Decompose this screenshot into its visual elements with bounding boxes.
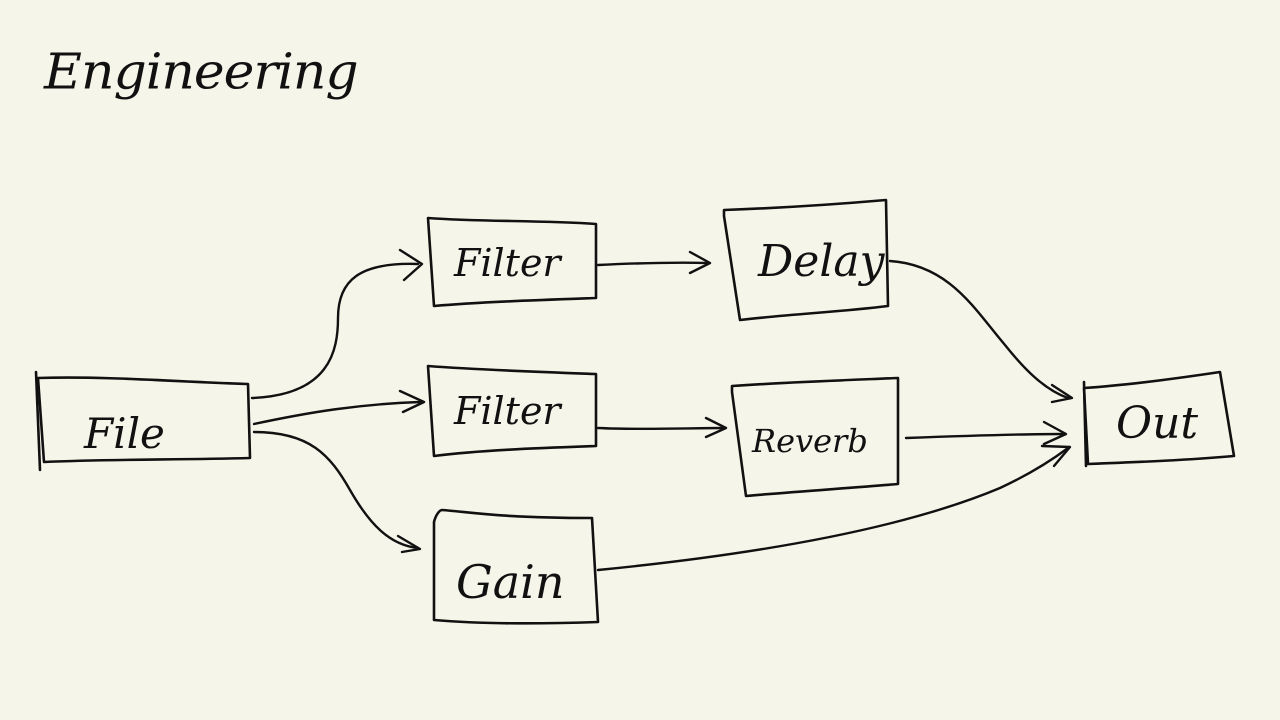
node-gain: Gain (432, 508, 600, 625)
edge-reverb-to-out (904, 432, 1066, 440)
node-filter-top-label: Filter (453, 241, 563, 285)
node-reverb-box (730, 376, 900, 498)
node-gain-label: Gain (456, 555, 565, 609)
edge-gain-to-out (596, 446, 1070, 572)
edge-file-to-gain (252, 430, 420, 550)
edge-file-to-filter-top (250, 262, 420, 400)
node-filter-mid: Filter (426, 364, 598, 458)
node-gain-box (432, 508, 600, 625)
arrowhead-reverb (704, 416, 728, 439)
arrowhead-filter-mid (398, 389, 426, 414)
edge-filter-to-reverb (596, 426, 726, 431)
node-reverb: Reverb (730, 376, 900, 498)
node-file-box (36, 376, 252, 464)
node-delay: Delay (722, 198, 890, 322)
node-filter-top: Filter (426, 216, 598, 308)
edge-filter-to-delay (596, 261, 710, 267)
node-delay-label: Delay (757, 236, 886, 287)
arrowhead-filter-top (398, 248, 424, 282)
diagram-title: Engineering (44, 44, 359, 101)
node-filter-mid-box (426, 364, 598, 458)
node-out-label: Out (1116, 398, 1198, 449)
arrowhead-out-from-gain (1040, 444, 1072, 468)
edge-delay-to-out (888, 259, 1070, 400)
arrowhead-out-from-reverb (1042, 420, 1068, 446)
node-file: File (34, 370, 252, 472)
node-filter-mid-label: Filter (453, 389, 563, 433)
edges (250, 248, 1074, 572)
node-file-label: File (83, 409, 165, 458)
node-reverb-label: Reverb (751, 422, 868, 460)
node-out: Out (1082, 370, 1236, 468)
edge-file-to-filter-mid (252, 400, 422, 426)
arrowhead-out-from-delay (1050, 383, 1074, 404)
node-out-box (1082, 370, 1236, 466)
node-delay-box (722, 198, 890, 322)
arrowhead-delay (688, 250, 712, 275)
node-filter-top-box (426, 216, 598, 308)
arrowhead-gain (396, 534, 422, 554)
